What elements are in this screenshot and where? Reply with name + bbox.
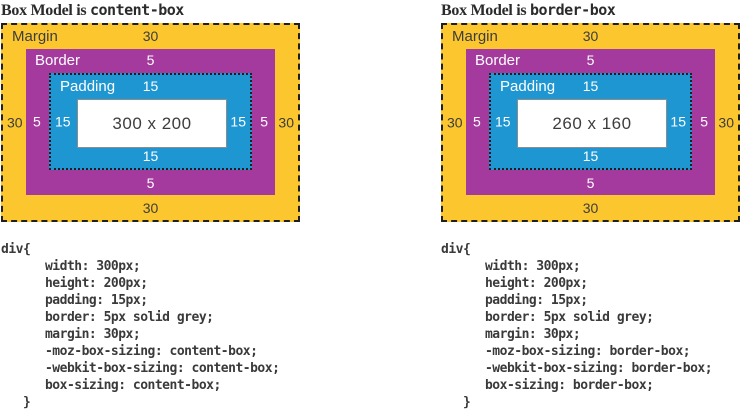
border-value-bottom: 5 xyxy=(586,175,595,191)
panel-content-box: Box Model is content-box Margin 30 30 30… xyxy=(1,1,304,409)
panel-border-box: Box Model is border-box Margin 30 30 30 … xyxy=(441,1,744,409)
title-keyword: border-box xyxy=(530,1,616,19)
margin-value-top: 30 xyxy=(142,28,159,44)
padding-label: Padding xyxy=(500,78,556,95)
margin-value-bottom: 30 xyxy=(582,200,599,216)
title-prefix: Box Model is xyxy=(1,2,90,19)
border-value-top: 5 xyxy=(146,52,155,68)
margin-value-bottom: 30 xyxy=(142,200,159,216)
margin-value-right: 30 xyxy=(718,114,734,130)
padding-value-right: 15 xyxy=(230,113,246,129)
css-code-block: div{ width: 300px; height: 200px; paddin… xyxy=(1,242,280,409)
box-model-diagram: Margin 30 30 30 30 Border 5 5 5 5 Paddin… xyxy=(1,23,300,222)
margin-value-right: 30 xyxy=(278,114,294,130)
border-value-left: 5 xyxy=(473,113,481,130)
box-model-diagram: Margin 30 30 30 30 Border 5 5 5 5 Paddin… xyxy=(441,23,740,222)
border-band: Border 5 5 5 5 Padding 15 15 15 15 300 x… xyxy=(26,49,275,195)
padding-value-left: 15 xyxy=(55,113,71,129)
margin-label: Margin xyxy=(12,28,58,45)
padding-value-left: 15 xyxy=(495,113,511,129)
border-value-right: 5 xyxy=(260,113,268,130)
margin-value-top: 30 xyxy=(582,28,599,44)
margin-value-left: 30 xyxy=(447,114,463,130)
page-title: Box Model is border-box xyxy=(441,1,744,20)
css-code-block: div{ width: 300px; height: 200px; paddin… xyxy=(441,242,713,409)
border-label: Border xyxy=(35,52,81,69)
title-keyword: content-box xyxy=(90,1,184,19)
content-area: 260 x 160 xyxy=(517,99,667,148)
border-band: Border 5 5 5 5 Padding 15 15 15 15 260 x… xyxy=(466,49,715,195)
padding-value-bottom: 15 xyxy=(142,148,159,164)
padding-label: Padding xyxy=(60,78,116,95)
margin-value-left: 30 xyxy=(7,114,23,130)
padding-value-right: 15 xyxy=(670,113,686,129)
padding-value-bottom: 15 xyxy=(582,148,599,164)
margin-label: Margin xyxy=(452,28,498,45)
content-size-label: 260 x 160 xyxy=(552,113,632,133)
border-label: Border xyxy=(475,52,521,69)
content-size-label: 300 x 200 xyxy=(112,113,192,133)
border-value-left: 5 xyxy=(33,113,41,130)
page-title: Box Model is content-box xyxy=(1,1,304,20)
padding-value-top: 15 xyxy=(142,78,159,94)
content-area: 300 x 200 xyxy=(77,99,227,148)
padding-value-top: 15 xyxy=(582,78,599,94)
title-prefix: Box Model is xyxy=(441,2,530,19)
border-value-bottom: 5 xyxy=(146,175,155,191)
border-value-right: 5 xyxy=(700,113,708,130)
padding-band: Padding 15 15 15 15 300 x 200 xyxy=(49,73,252,170)
border-value-top: 5 xyxy=(586,52,595,68)
padding-band: Padding 15 15 15 15 260 x 160 xyxy=(489,73,692,170)
